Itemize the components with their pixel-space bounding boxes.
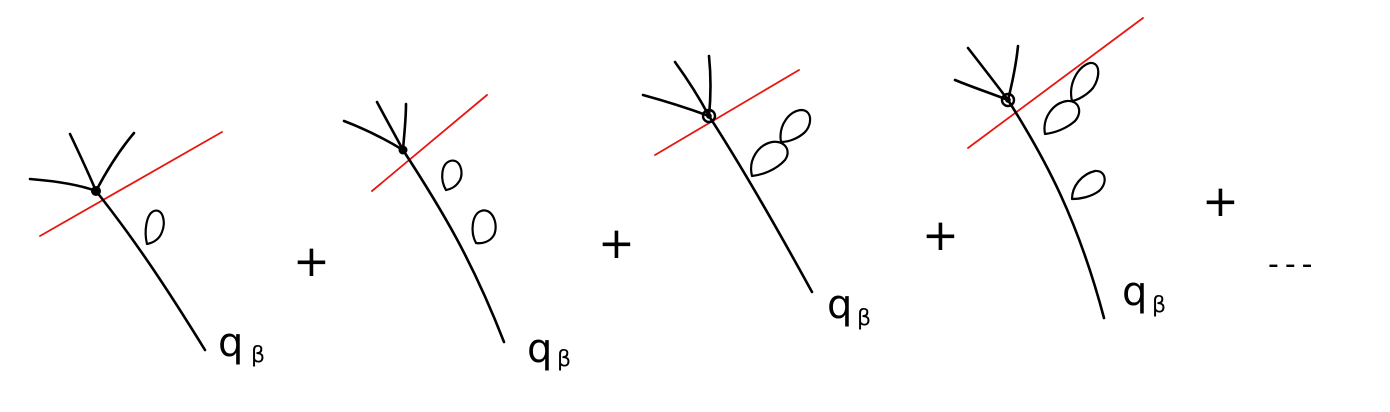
emission-loop-1 <box>750 140 789 178</box>
emission-loop-1 <box>441 159 463 192</box>
incoming-line-upper-left <box>68 132 98 193</box>
plus-operator: + <box>598 218 635 269</box>
emission-loop <box>144 209 165 246</box>
incoming-line-left <box>28 177 98 193</box>
quark-line <box>1006 98 1106 320</box>
emission-loop-2 <box>471 209 497 245</box>
incoming-line-left <box>342 119 405 152</box>
plus-operator: + <box>922 210 959 261</box>
term-4: q β <box>953 17 1166 320</box>
q-label: q <box>1122 269 1147 315</box>
incoming-line-upper-right <box>707 54 712 118</box>
beta-subscript: β <box>251 343 265 368</box>
emission-loop-2 <box>1070 61 1100 103</box>
emission-loop-3 <box>1070 169 1106 201</box>
ellipsis: --- <box>1268 247 1318 282</box>
cut-line <box>39 131 223 237</box>
term-3: q β <box>641 54 871 331</box>
emission-loop-1 <box>1043 99 1081 136</box>
plus-operator: + <box>1202 176 1239 227</box>
cut-line <box>967 17 1144 149</box>
vertex-ring <box>701 108 717 124</box>
quark-line <box>94 189 207 352</box>
incoming-line-upper-left <box>673 60 711 118</box>
q-label: q <box>527 326 552 372</box>
q-label: q <box>827 282 852 328</box>
cut-line <box>654 69 800 156</box>
quark-line <box>401 148 506 344</box>
emission-loop-2 <box>779 108 812 144</box>
vertex-ring <box>1000 92 1016 108</box>
term-1: q β <box>28 131 265 368</box>
term-2: q β <box>342 94 571 372</box>
incoming-line-upper-right <box>1006 44 1020 102</box>
beta-subscript: β <box>857 306 871 331</box>
q-label: q <box>218 320 243 366</box>
quark-line <box>707 114 814 294</box>
incoming-line-upper-right <box>94 131 136 193</box>
cut-line <box>371 94 488 192</box>
plus-operator: + <box>293 236 330 287</box>
incoming-line-upper-right <box>401 102 408 152</box>
beta-subscript: β <box>1152 293 1166 318</box>
beta-subscript: β <box>557 347 571 372</box>
